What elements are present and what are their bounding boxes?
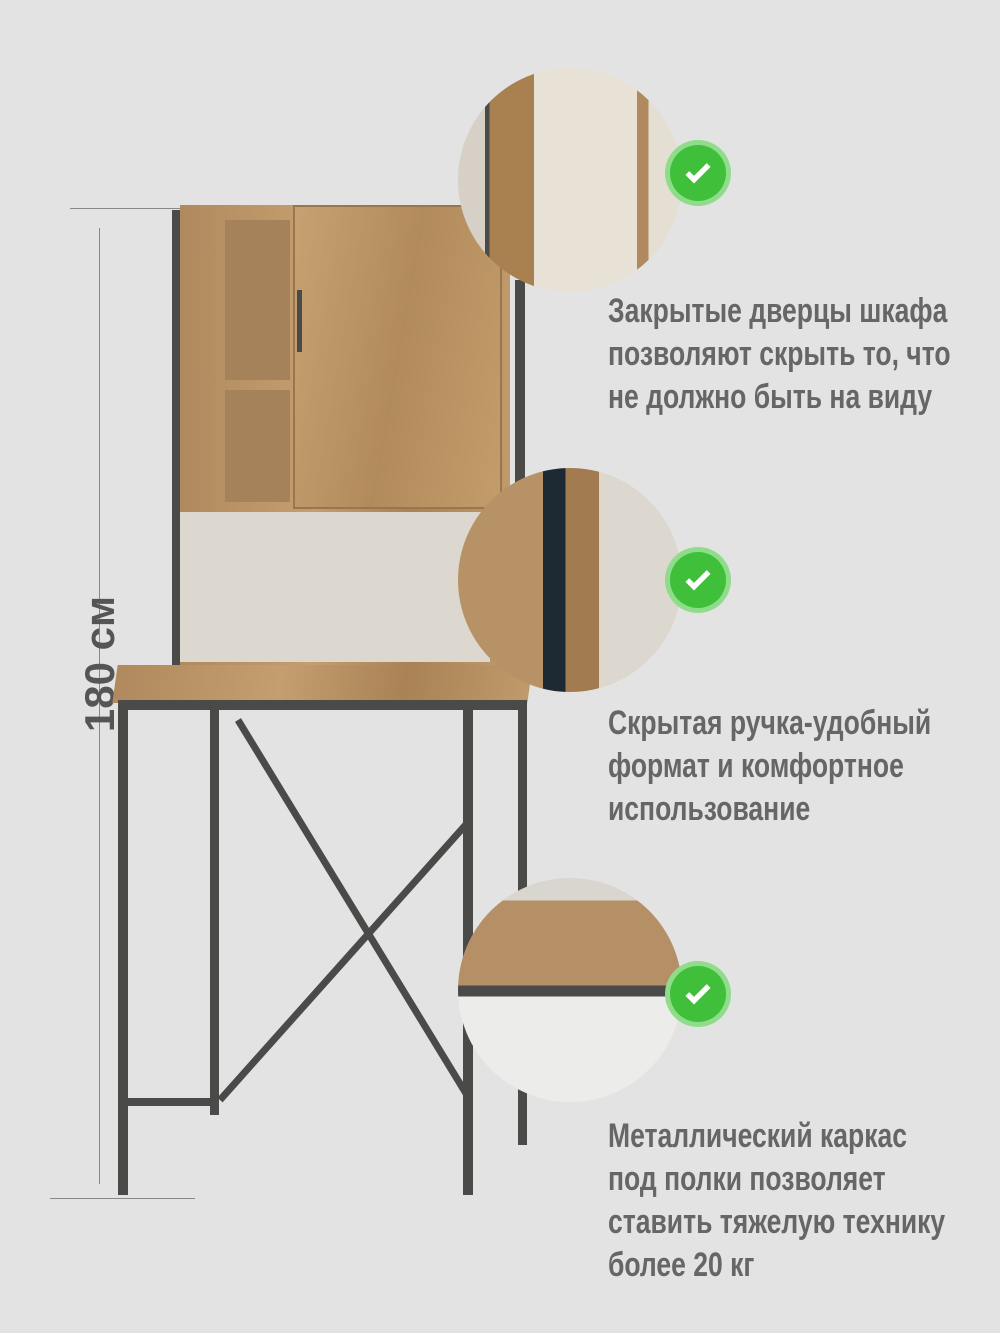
text-line: формат и комфортное — [608, 747, 904, 785]
cross-brace — [217, 718, 480, 1103]
text-line: ставить тяжелую технику — [608, 1203, 946, 1241]
text-line: не должно быть на виду — [608, 378, 933, 416]
feature-text-handle: Скрытая ручка-удобный формат и комфортно… — [608, 702, 931, 831]
cabinet-door — [293, 205, 502, 509]
check-icon — [670, 966, 726, 1022]
height-dimension-label: 180 см — [76, 595, 123, 733]
door-handle — [297, 290, 302, 352]
detail-image-handle — [458, 468, 682, 692]
dimension-arrow-line — [99, 228, 100, 1184]
text-line: Металлический каркас — [608, 1117, 908, 1155]
check-icon — [670, 552, 726, 608]
text-line: более 20 кг — [608, 1246, 755, 1284]
detail-image-frame — [458, 878, 682, 1102]
detail-image-cabinet — [458, 68, 682, 292]
text-line: Скрытая ручка-удобный — [608, 704, 932, 742]
text-line: использование — [608, 790, 811, 828]
feature-text-frame: Металлический каркас под полки позволяет… — [608, 1115, 945, 1287]
feature-text-doors: Закрытые дверцы шкафа позволяют скрыть т… — [608, 290, 951, 419]
dimension-top-line — [70, 208, 190, 209]
text-line: под полки позволяет — [608, 1160, 886, 1198]
text-line: Закрытые дверцы шкафа — [608, 292, 948, 330]
check-icon — [670, 145, 726, 201]
tabletop — [112, 665, 533, 703]
dimension-bottom-line — [50, 1198, 195, 1199]
text-line: позволяют скрыть то, что — [608, 335, 951, 373]
